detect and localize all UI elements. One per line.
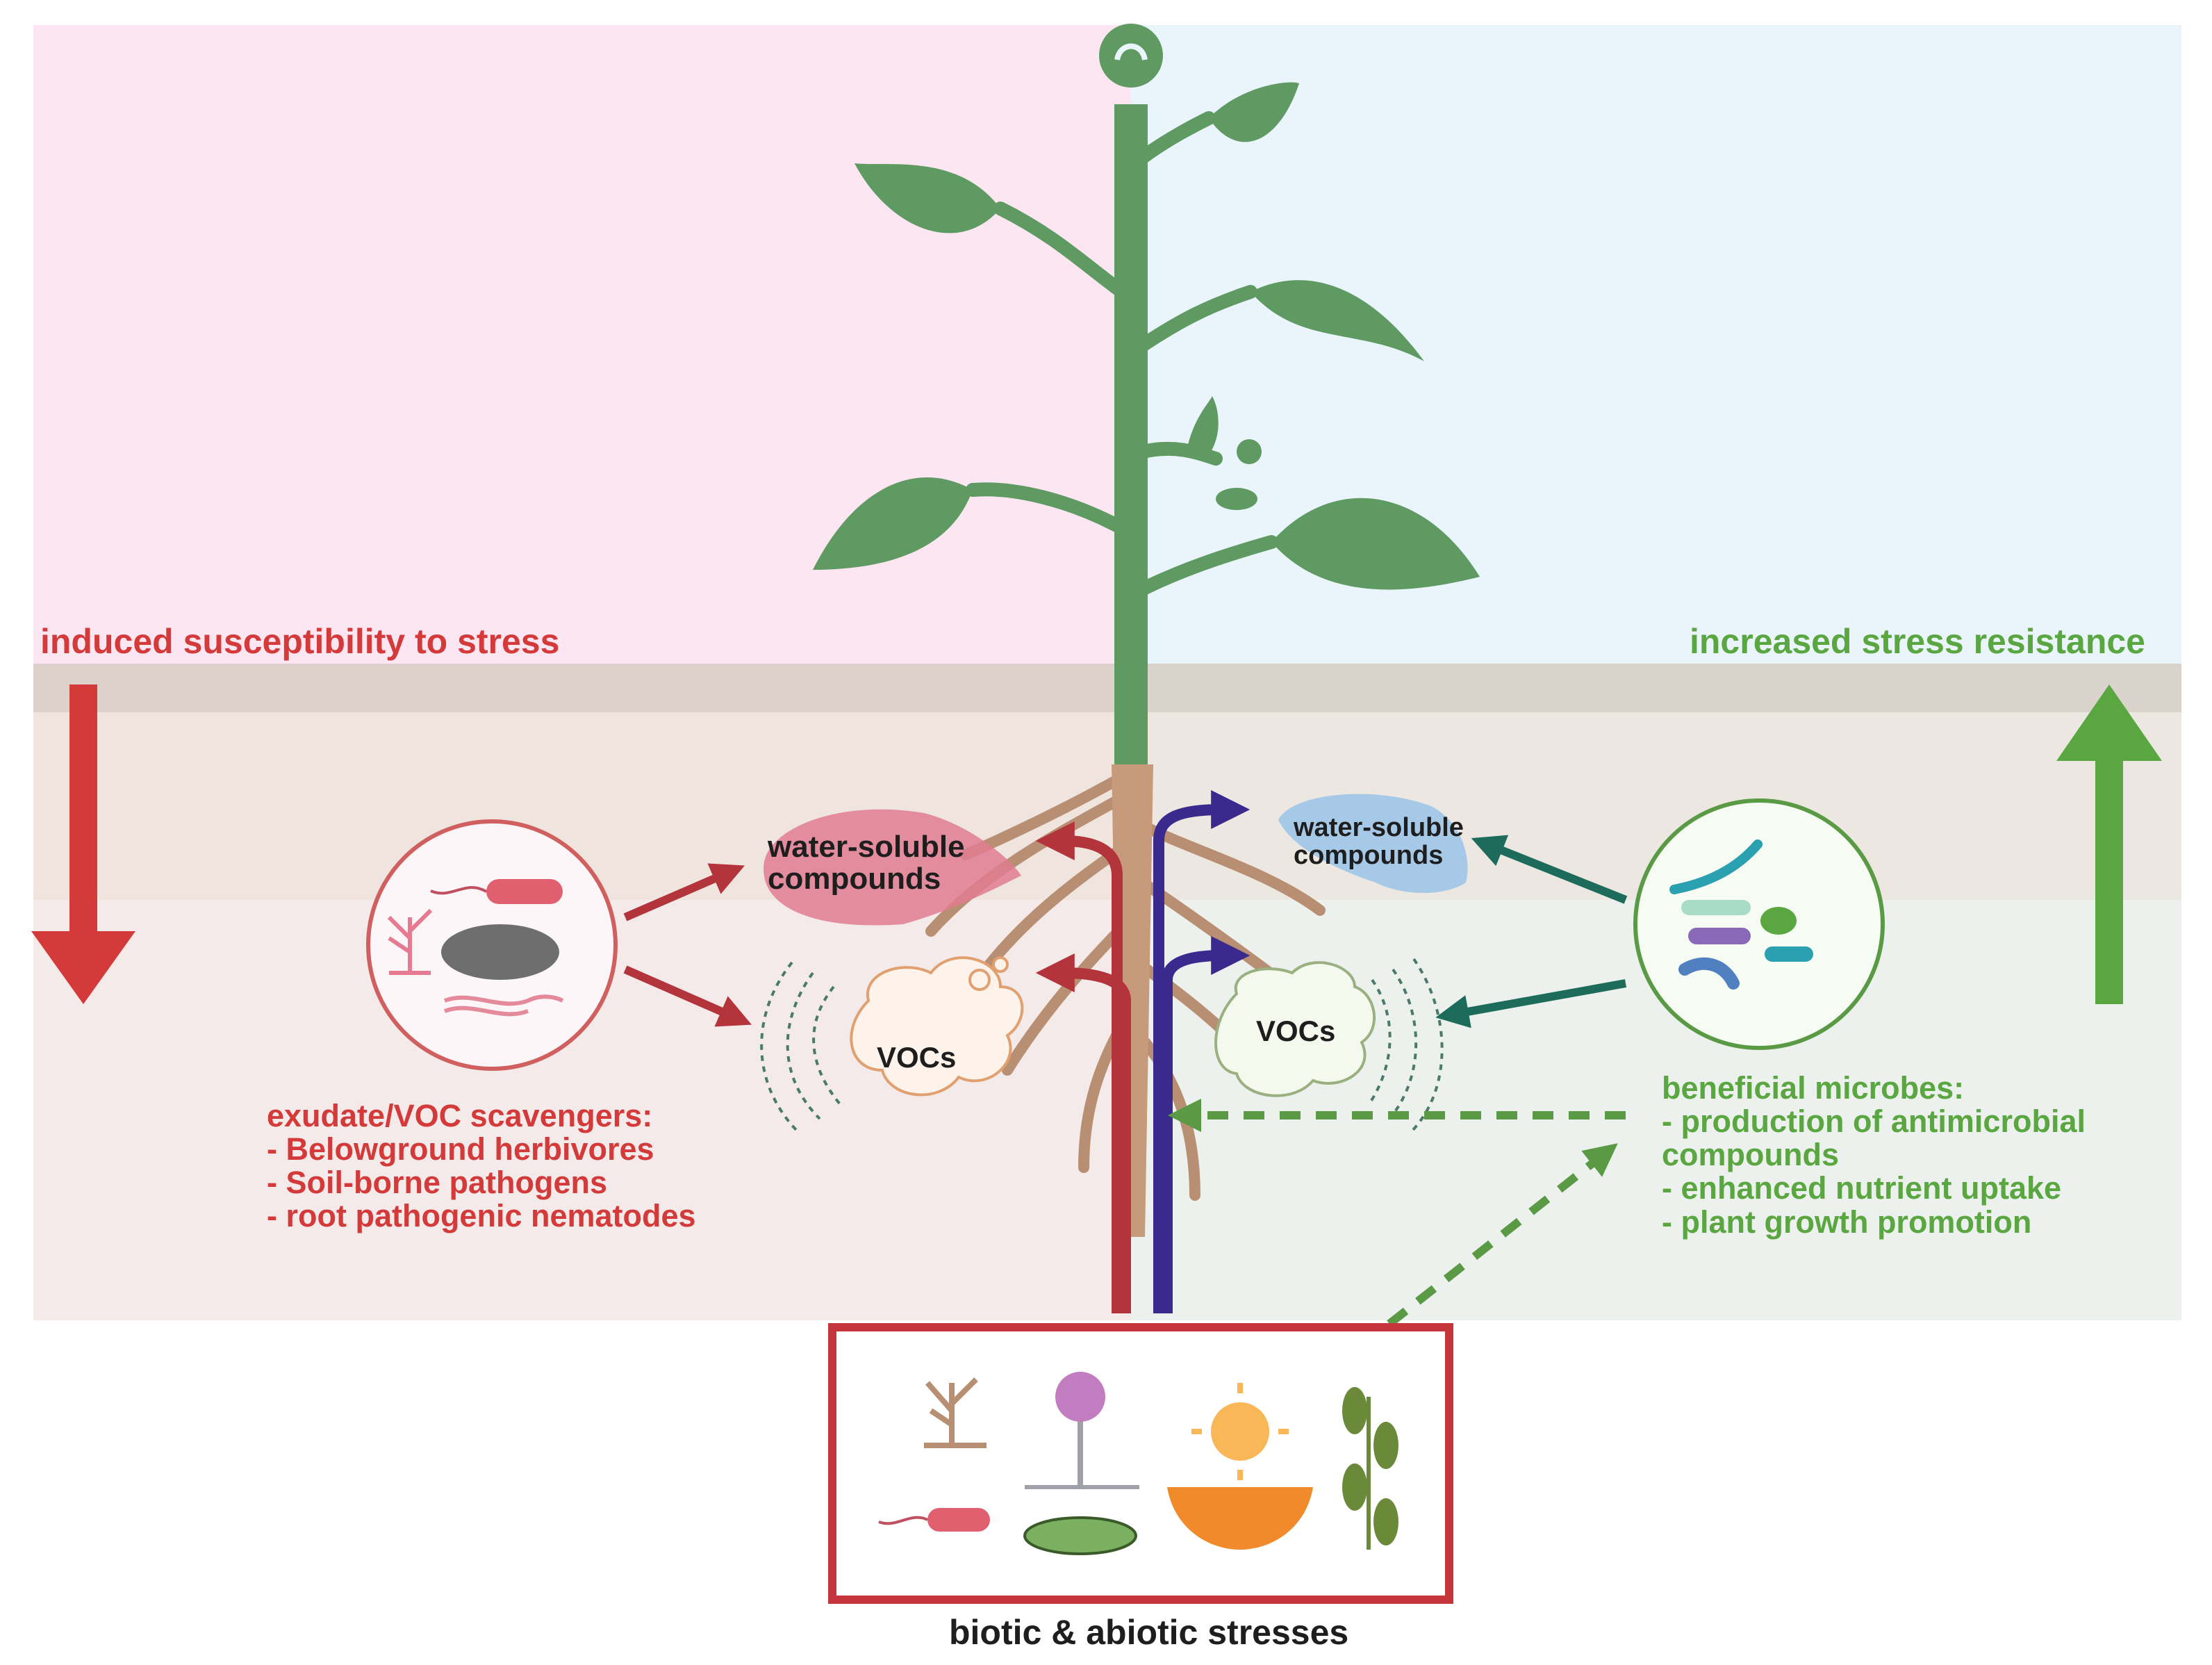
microbe-item: - production of antimicrobial (1662, 1104, 2086, 1140)
fungus-icon (387, 908, 433, 975)
arrow-scavenger-to-vocs (623, 965, 752, 1027)
water-soluble-drop-right (1278, 794, 1468, 893)
leaf (1271, 498, 1480, 590)
bacterium-icon (1681, 900, 1751, 915)
water-soluble-label-right: water-soluble compounds (1294, 814, 1464, 870)
bacterium-icon (486, 879, 563, 904)
water-soluble-label-line: compounds (768, 862, 941, 896)
plant-leaves (813, 82, 1480, 590)
pathogen-bacterium-icon (878, 1508, 990, 1532)
leaf (1209, 82, 1299, 142)
microbe-title: beneficial microbes: (1662, 1070, 1965, 1106)
voc-cloud-right (1214, 961, 1376, 1097)
scavenger-item: - root pathogenic nematodes (267, 1198, 696, 1234)
scavenger-item: - Soil-borne pathogens (267, 1165, 607, 1201)
microbe-group (1633, 798, 1885, 1050)
soil-surface-band (33, 664, 2181, 712)
scavenger-title: exudate/VOC scavengers: (267, 1098, 653, 1133)
arrow-microbes-to-compounds (1471, 835, 1628, 904)
microbe-list: beneficial microbes: - production of ant… (1662, 1070, 2086, 1240)
flagellum-icon (430, 886, 488, 895)
susceptibility-heading: induced susceptibility to stress (40, 622, 560, 661)
flower-bud-icon (1099, 24, 1262, 464)
voc-emission-arcs-left (760, 961, 842, 1134)
leaf (1251, 280, 1424, 361)
exudate-arrow-red-upper (1035, 821, 1123, 1313)
stress-caption: biotic & abiotic stresses (949, 1613, 1349, 1652)
leaf-stalks (966, 111, 1278, 598)
arrow-scavenger-to-compounds (623, 863, 745, 921)
bacterium-icon (1765, 946, 1813, 962)
water-soluble-label-line: compounds (1294, 840, 1444, 870)
susceptibility-down-arrow (31, 684, 135, 1004)
resistance-up-arrow (2056, 684, 2162, 1004)
herbivore-larva-icon (441, 924, 559, 980)
exudate-arrow-red-lower (1035, 953, 1131, 1313)
exudate-arrow-purple-upper (1153, 790, 1251, 1313)
leaf (855, 163, 1000, 233)
water-soluble-label-left: water-soluble compounds (768, 830, 965, 896)
plant-stem (1114, 104, 1148, 764)
voc-label-left: VOCs (877, 1041, 957, 1074)
arrow-microbes-to-vocs (1435, 979, 1627, 1028)
voc-cloud-left (850, 956, 1024, 1097)
coccus-icon (1760, 907, 1797, 935)
water-soluble-label-line: water-soluble (1294, 813, 1464, 842)
voc-label-right: VOCs (1256, 1015, 1336, 1047)
wilted-plant-icon (1342, 1387, 1398, 1550)
scavenger-group (366, 819, 618, 1071)
drought-soil-icon (1167, 1487, 1313, 1550)
dead-plant-icon (924, 1377, 987, 1448)
water-soluble-label-line: water-soluble (768, 830, 965, 864)
fungal-pathogen-icon (1025, 1372, 1139, 1489)
microbe-item: - enhanced nutrient uptake (1662, 1170, 2062, 1206)
exudate-arrow-purple-lower (1162, 936, 1251, 1313)
dashed-arrow-stress-to-microbes (1387, 1143, 1618, 1327)
voc-emission-arcs-right (1367, 958, 1444, 1134)
nematode-icon (443, 1006, 529, 1017)
stress-box (828, 1323, 1453, 1604)
leaf-bud (1188, 396, 1219, 459)
vibrio-icon (1678, 957, 1740, 990)
resistance-heading: increased stress resistance (1690, 622, 2145, 661)
filamentous-bacterium-icon (1669, 839, 1763, 894)
scavenger-item: - Belowground herbivores (267, 1131, 654, 1167)
water-soluble-drop-left (764, 809, 1021, 926)
microbe-item: compounds (1662, 1137, 1839, 1173)
sun-icon (1191, 1383, 1289, 1480)
caterpillar-icon (1023, 1516, 1137, 1555)
microbe-item: - plant growth promotion (1662, 1204, 2032, 1240)
bacterium-icon (1688, 928, 1751, 944)
leaf (813, 477, 973, 570)
microbe-circle (1633, 798, 1885, 1050)
nematode-icon (443, 994, 564, 1006)
leaf-bud (1216, 488, 1257, 510)
scavenger-list: exudate/VOC scavengers: - Belowground he… (267, 1099, 696, 1233)
